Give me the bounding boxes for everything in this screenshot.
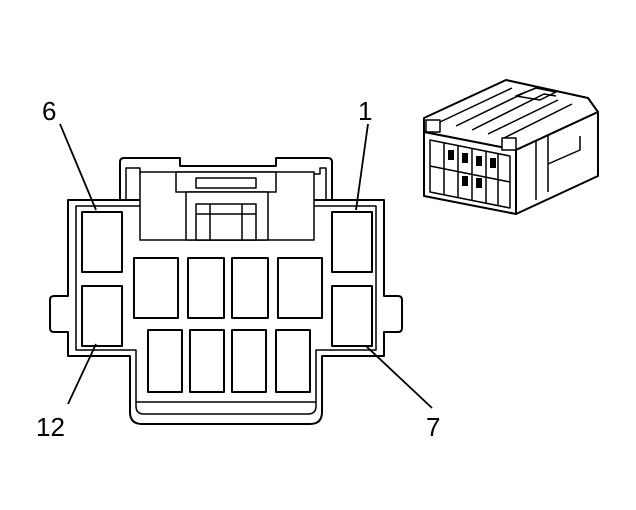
cavity-5 — [133, 257, 179, 319]
cavity-8 — [275, 329, 311, 393]
leader-line-6 — [59, 123, 97, 211]
cavity-6 — [81, 211, 123, 273]
leader-line-7 — [365, 345, 433, 409]
cavity-10 — [189, 329, 225, 393]
cavity-1 — [331, 211, 373, 273]
connector-isometric-view — [423, 79, 599, 215]
cavity-7 — [331, 285, 373, 347]
locking-latch — [139, 171, 315, 241]
cavity-4 — [187, 257, 225, 319]
connector-face-view: 6 1 12 7 — [36, 96, 440, 442]
leader-line-12 — [67, 343, 97, 405]
pin-label-1: 1 — [358, 96, 372, 126]
iso-cavity-grid — [429, 139, 511, 209]
cavity-2 — [277, 257, 323, 319]
cavity-12 — [81, 285, 123, 347]
cavity-3 — [231, 257, 269, 319]
pin-label-6: 6 — [42, 96, 56, 126]
leader-line-1 — [355, 123, 369, 211]
connector-body-inner — [75, 205, 377, 415]
cavity-9 — [231, 329, 267, 393]
pin-label-7: 7 — [426, 412, 440, 442]
pin-label-12: 12 — [36, 412, 65, 442]
cavity-11 — [147, 329, 183, 393]
connector-body-outline — [49, 199, 403, 425]
